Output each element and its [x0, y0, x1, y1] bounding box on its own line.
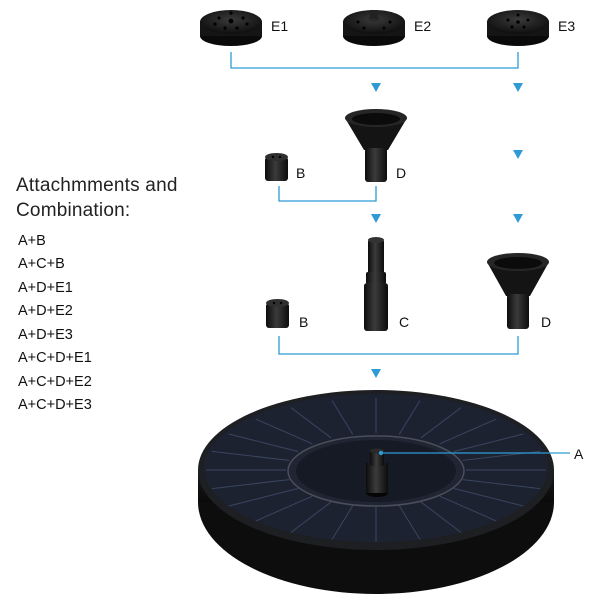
cap-b-bottom [266, 299, 289, 328]
label-d-top: D [396, 165, 407, 181]
heading-line-2: Combination: [16, 200, 131, 221]
arrow-down-icon [371, 83, 381, 92]
label-a: A [574, 446, 584, 462]
label-d-right: D [541, 314, 552, 330]
solar-cell-divider [228, 433, 299, 452]
solar-cell-divider [453, 488, 524, 507]
combination-item: A+B [18, 233, 46, 249]
arrow-down-icon [371, 369, 381, 378]
solar-cell-divider [398, 400, 421, 435]
solar-cell-divider [255, 495, 313, 522]
combination-item: A+C+B [18, 256, 65, 272]
solar-cell-divider [439, 495, 497, 522]
solar-cell-divider [439, 418, 497, 445]
solar-cell-divider [398, 505, 421, 540]
combination-item: A+C+D+E3 [18, 397, 92, 413]
combination-item: A+C+D+E2 [18, 374, 92, 390]
heading-line-1: Attachmments and [16, 175, 178, 196]
combination-item: A+D+E3 [18, 327, 73, 343]
tube-c [364, 237, 388, 331]
label-e2: E2 [414, 18, 432, 34]
label-c: C [399, 314, 410, 330]
solar-cell-divider [211, 450, 290, 461]
combination-item: A+C+D+E1 [18, 350, 92, 366]
connector-bd-row [278, 186, 377, 202]
arrow-down-icon [513, 83, 523, 92]
solar-cell-divider [331, 400, 354, 435]
arrow-down-icon [513, 150, 523, 159]
solar-panel-a [198, 390, 554, 594]
solar-cell-divider [420, 407, 462, 439]
solar-cell-divider [462, 479, 541, 490]
label-e3: E3 [558, 18, 576, 34]
connector-bcd-row [278, 336, 519, 355]
nozzle-e2 [343, 10, 405, 46]
cap-b-top [265, 153, 288, 181]
nozzle-e3 [487, 10, 549, 46]
arrow-down-icon [371, 214, 381, 223]
funnel-d-top [345, 109, 407, 182]
label-b-bottom: B [299, 314, 309, 330]
solar-cell-divider [228, 488, 299, 507]
combination-item: A+D+E2 [18, 303, 73, 319]
nozzle-e1 [200, 10, 262, 46]
solar-cell-divider [420, 501, 462, 533]
solar-cell-divider [211, 479, 290, 490]
solar-cell-divider [290, 407, 332, 439]
solar-cell-divider [290, 501, 332, 533]
solar-cell-divider [331, 505, 354, 540]
combination-item: A+D+E1 [18, 280, 73, 296]
label-e1: E1 [271, 18, 289, 34]
solar-cell-divider [255, 418, 313, 445]
solar-cell-divider [453, 433, 524, 452]
label-b-top: B [296, 165, 306, 181]
connector-lines [230, 52, 519, 355]
arrow-down-icon [513, 214, 523, 223]
down-arrows [371, 83, 523, 378]
connector-e-row [230, 52, 519, 69]
funnel-d-right [487, 253, 549, 329]
